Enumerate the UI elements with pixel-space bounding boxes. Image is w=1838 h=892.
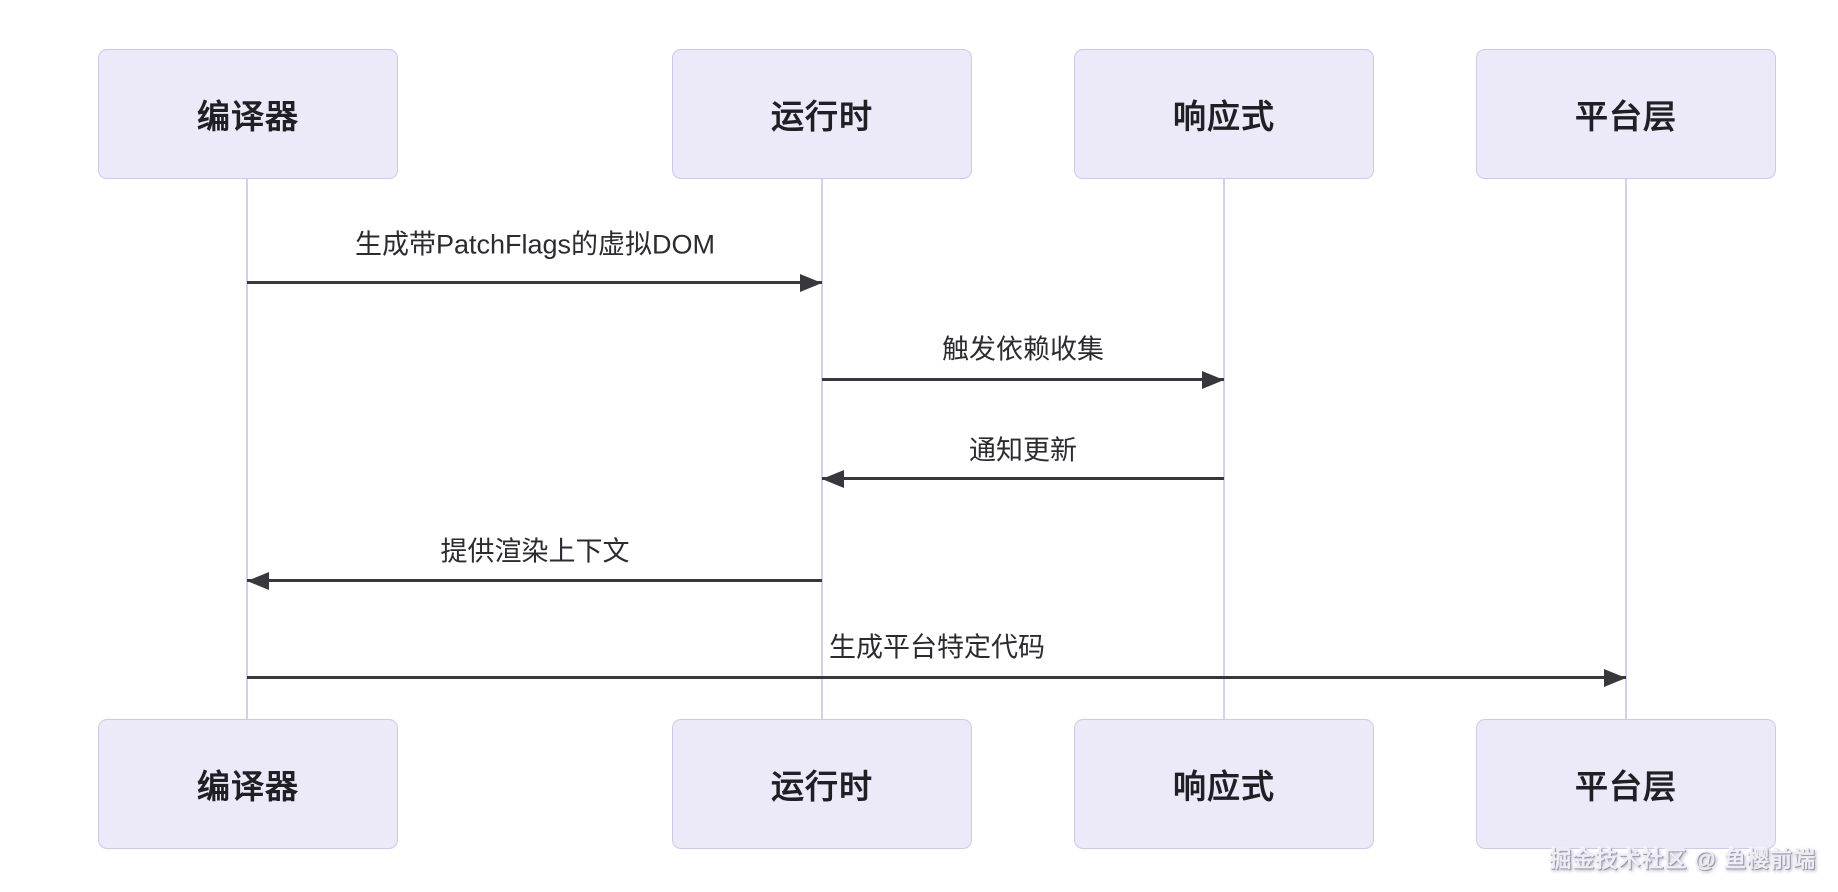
actor-label-runtime: 运行时 [771, 768, 873, 805]
lifeline-runtime [821, 179, 823, 719]
actor-box-compiler-top: 编译器 [98, 49, 398, 179]
actor-label-compiler: 编译器 [197, 98, 299, 135]
message-label-5: 生成平台特定代码 [829, 632, 1045, 663]
message-line-2 [822, 378, 1224, 381]
lifeline-platform [1625, 179, 1627, 719]
actor-box-platform-bottom: 平台层 [1476, 719, 1776, 849]
message-line-5 [247, 676, 1626, 679]
actor-box-runtime-top: 运行时 [672, 49, 972, 179]
actor-label-reactivity: 响应式 [1173, 98, 1275, 135]
actor-box-compiler-bottom: 编译器 [98, 719, 398, 849]
actor-box-runtime-bottom: 运行时 [672, 719, 972, 849]
actor-label-platform: 平台层 [1575, 98, 1677, 135]
actor-box-reactivity-top: 响应式 [1074, 49, 1374, 179]
arrowhead-left-icon [822, 469, 844, 488]
arrowhead-left-icon [247, 571, 269, 590]
arrowhead-right-icon [800, 273, 822, 292]
arrowhead-right-icon [1604, 668, 1626, 687]
watermark: 掘金技术社区 @ 鱼樱前端 [1549, 847, 1816, 872]
actor-box-reactivity-bottom: 响应式 [1074, 719, 1374, 849]
message-label-1: 生成带PatchFlags的虚拟DOM [354, 229, 716, 260]
message-label-3: 通知更新 [969, 435, 1077, 466]
arrowhead-right-icon [1202, 370, 1224, 389]
actor-label-compiler: 编译器 [197, 768, 299, 805]
message-line-1 [247, 281, 822, 284]
actor-label-platform: 平台层 [1575, 768, 1677, 805]
actor-label-reactivity: 响应式 [1173, 768, 1275, 805]
actor-label-runtime: 运行时 [771, 98, 873, 135]
lifeline-compiler [246, 179, 248, 719]
lifeline-reactivity [1223, 179, 1225, 719]
message-label-4: 提供渲染上下文 [440, 536, 630, 567]
message-label-2: 触发依赖收集 [942, 334, 1104, 365]
message-line-4 [247, 579, 822, 582]
message-line-3 [822, 477, 1224, 480]
actor-box-platform-top: 平台层 [1476, 49, 1776, 179]
